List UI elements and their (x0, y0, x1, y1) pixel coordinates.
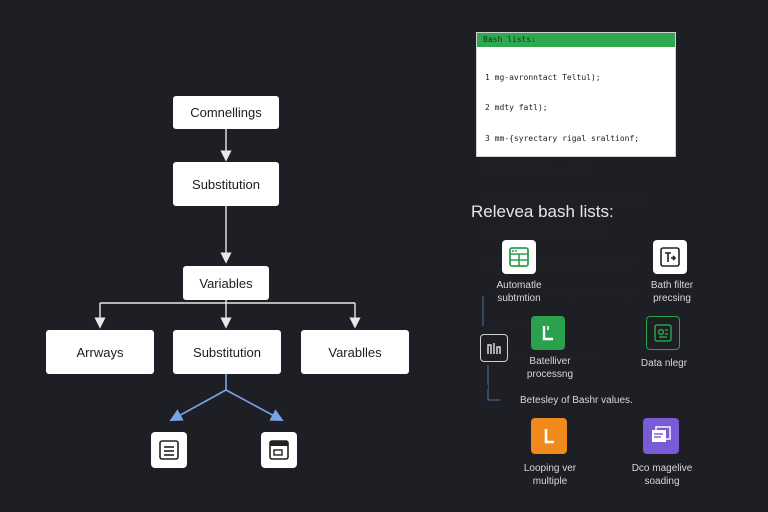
section-title: Relevea bash lists: (471, 202, 614, 221)
looping-label-line1: Looping ver (523, 463, 577, 474)
box-comnellings: Comnellings (173, 96, 279, 129)
dco-label-line1: Dco magelive (631, 463, 693, 474)
box-comnellings-label: Comnellings (190, 105, 262, 120)
box-varablles: Varablles (301, 330, 409, 374)
bath-filter-label-line1: Bath filter (650, 280, 694, 291)
blue-arrow-left (169, 389, 227, 422)
batelliver-label-line1: Batelliver (529, 356, 571, 367)
code-panel-header: Bash lists: (477, 33, 675, 47)
code-line: 3 mm-{syrectary rigal sraltionf; (485, 134, 640, 144)
looping-label: Looping ver multiple (516, 462, 584, 488)
automate-label-line1: Automatle (496, 280, 542, 291)
box-substitution-bottom-label: Substitution (193, 344, 261, 360)
grid-icon (502, 240, 536, 274)
box-variables-label: Variables (199, 275, 253, 291)
code-line: 0.cx maslytas carlesf) (485, 350, 601, 360)
box-substitution-top-label: Substitution (192, 176, 260, 192)
automate-label-line2: subtmtion (497, 293, 541, 304)
terminal-icon (480, 334, 508, 362)
batelliver-label: Batelliver processng (515, 355, 585, 381)
list-document-icon (151, 432, 187, 468)
code-line: Arty 1, leverf (485, 319, 563, 329)
code-line: ) (485, 381, 490, 391)
data-label-line1: Data nlegr (640, 358, 688, 369)
betesley-label: Betesley of Bashr values. (520, 395, 633, 406)
code-line: 3 mm-jonectecf - sayf) (485, 165, 591, 175)
looping-icon (531, 418, 567, 454)
dco-icon (643, 418, 679, 454)
blue-arrow-right (225, 389, 284, 422)
box-arrways: Arrways (46, 330, 154, 374)
window-document-icon (261, 432, 297, 468)
batelliver-icon (531, 316, 565, 350)
dco-label: Dco magelive soading (626, 462, 698, 488)
code-line: 1 mg-avronntact Teltul); (485, 72, 601, 82)
box-varablles-label: Varablles (328, 344, 382, 360)
code-line: 2 mdty fatl); (485, 103, 548, 113)
code-line: 4 mm-{syrectary 1x cercelisten(); (485, 196, 644, 206)
box-substitution-bottom: Substitution (173, 330, 281, 374)
bath-filter-label-line2: precsing (653, 293, 691, 304)
dco-label-line2: soading (644, 476, 680, 487)
automate-label: Automatle subtmtion (487, 279, 551, 305)
box-substitution-top: Substitution (173, 162, 279, 206)
looping-label-line2: multiple (532, 476, 568, 487)
box-arrways-label: Arrways (76, 344, 124, 360)
batelliver-label-line2: processng (526, 369, 574, 380)
filter-icon (653, 240, 687, 274)
code-line: 5 mm-{oeectecf s sryeirsa (485, 227, 606, 237)
bracket-lower (487, 365, 500, 401)
data-label: Data nlegr (632, 357, 696, 370)
box-variables: Variables (183, 266, 269, 300)
data-icon (646, 316, 680, 350)
bath-filter-label: Bath filter precsing (638, 279, 706, 305)
code-line: farness over orgamesl+selal); (485, 288, 635, 298)
code-panel: Bash lists: 1 mg-avronntact Teltul); 2 m… (476, 32, 676, 391)
